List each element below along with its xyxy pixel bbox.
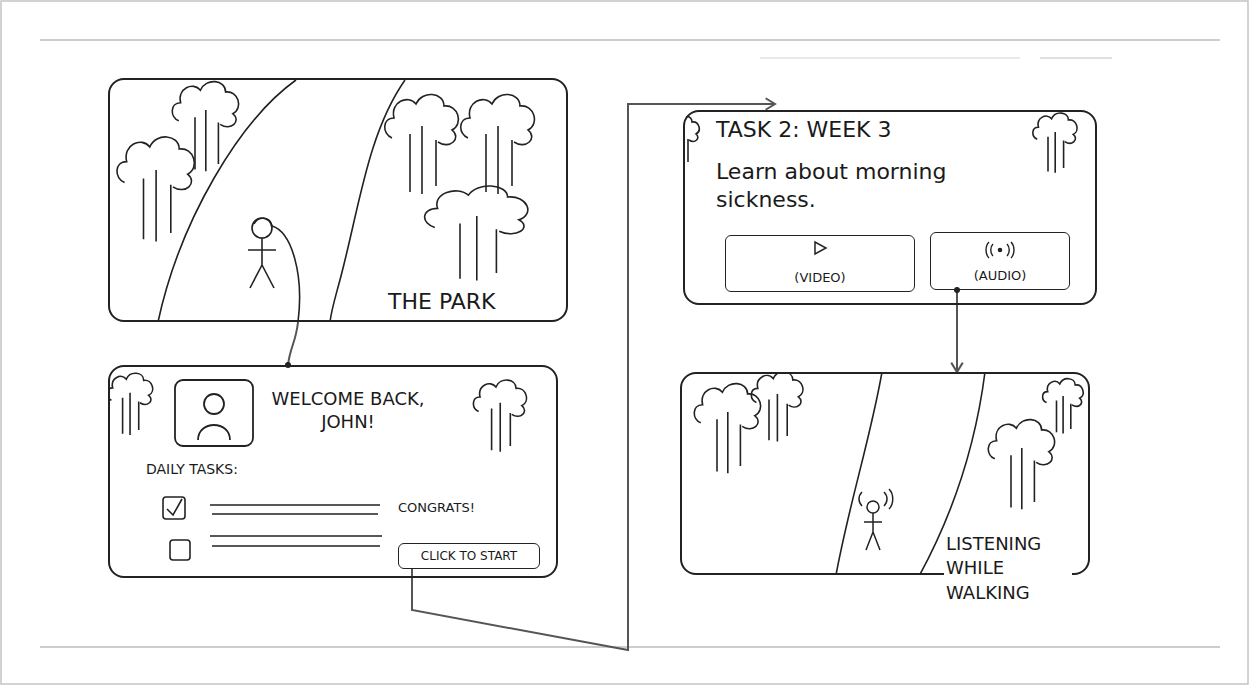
arrowhead: [766, 98, 775, 109]
tree: [988, 420, 1054, 510]
tree: [385, 94, 459, 194]
panel-heading: WELCOME BACK, JOHN!: [262, 388, 434, 433]
path-edge: [158, 80, 296, 322]
storyboard-panel: TASK 2: WEEK 3 Learn about morning sickne…: [683, 110, 1097, 305]
storyboard-panel: THE PARK: [108, 78, 568, 322]
panel-text: Learn about morning sickness.: [716, 158, 1016, 213]
task-note: CONGRATS!: [398, 500, 475, 516]
text-slot: TASK 2: WEEK 3: [716, 116, 892, 144]
park-scene: [117, 80, 534, 322]
panel-heading: LISTENING WHILE WALKING: [944, 532, 1072, 605]
tree: [461, 94, 535, 194]
arrowhead: [951, 363, 962, 372]
tree: [1033, 113, 1077, 173]
audio-button: (AUDIO): [930, 232, 1070, 290]
task-scene: [683, 113, 1077, 258]
stick-figure: [859, 489, 893, 550]
tree: [751, 372, 803, 442]
frame-rule: [40, 39, 1220, 41]
panel-heading: THE PARK: [388, 288, 496, 316]
button-label: (AUDIO): [974, 268, 1027, 284]
tree: [694, 384, 760, 474]
video-button: (VIDEO): [725, 235, 915, 292]
storyboard-panel: WELCOME BACK, JOHN! DAILY TASKS: CLICK TO …: [108, 365, 558, 578]
text-slot: DAILY TASKS:: [146, 461, 238, 479]
stick-figure: [248, 218, 276, 288]
button-label: CLICK TO START: [421, 549, 517, 564]
avatar-icon: [175, 380, 253, 446]
text-slot: LISTENING WHILE WALKING: [944, 532, 1072, 605]
welcome-scene: [108, 373, 526, 560]
tree: [683, 116, 699, 166]
play-icon: [815, 242, 826, 254]
storyboard-panel: LISTENING WHILE WALKING: [680, 372, 1090, 575]
text-slot: WELCOME BACK, JOHN!: [262, 388, 434, 433]
audio-icon: [986, 242, 1014, 258]
text-slot: Learn about morning sickness.: [716, 158, 1016, 213]
tree: [117, 137, 194, 242]
tree: [108, 373, 153, 435]
task-list: [163, 497, 382, 560]
tree: [172, 82, 238, 172]
leader-line: [272, 226, 300, 322]
flow-connector: [956, 290, 958, 372]
start-button: CLICK TO START: [398, 543, 540, 569]
tree: [1043, 379, 1084, 434]
tree: [473, 380, 526, 452]
flow-connector: [288, 322, 298, 365]
panel-heading: TASK 2: WEEK 3: [716, 116, 892, 144]
faint-mark: [760, 57, 1020, 59]
text-slot: CONGRATS!: [398, 500, 475, 516]
path-edge: [836, 372, 882, 575]
text-slot: THE PARK: [388, 288, 496, 316]
tree: [425, 186, 528, 281]
connector-dot: [954, 287, 960, 293]
button-label: (VIDEO): [794, 270, 845, 286]
frame-rule: [40, 646, 1220, 648]
panel-text: DAILY TASKS:: [146, 461, 238, 479]
faint-mark: [1040, 57, 1112, 59]
